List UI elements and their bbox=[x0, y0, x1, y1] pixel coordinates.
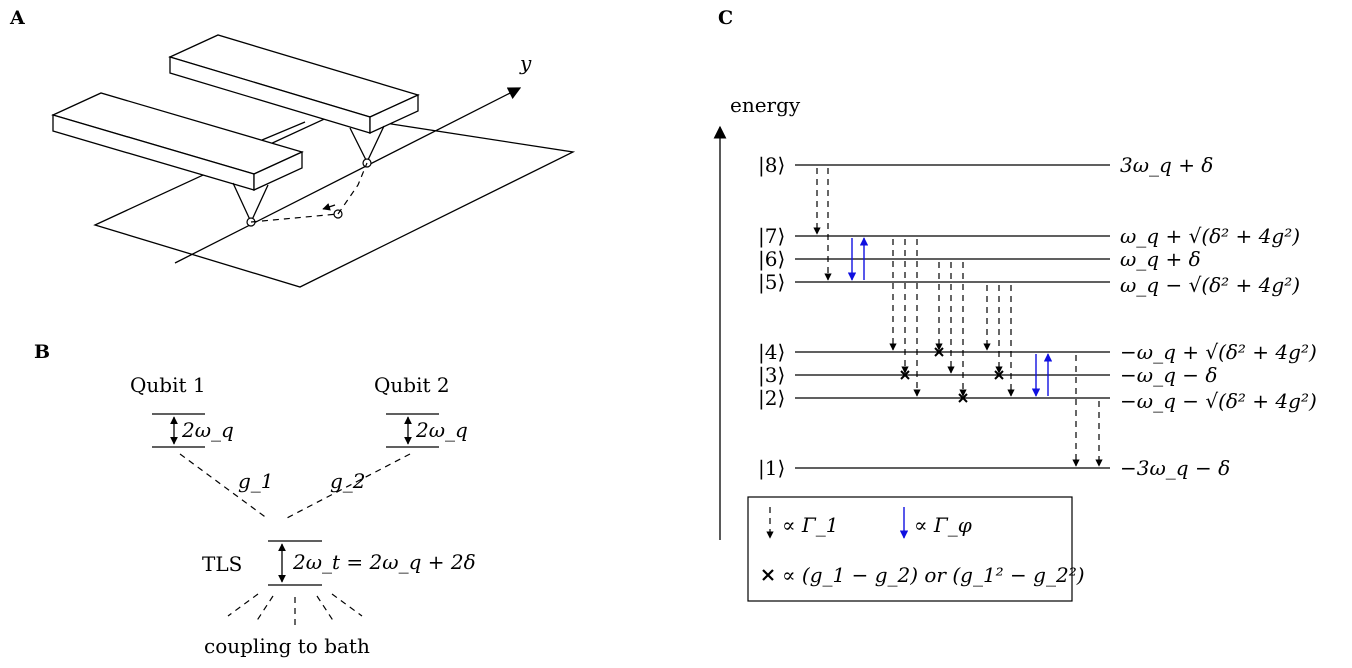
panel-b-label: B bbox=[34, 341, 50, 363]
legend-cross: ∝ (g_1 − g_2) or (g_1² − g_2²) bbox=[782, 563, 1085, 587]
energy-6: ω_q + δ bbox=[1120, 247, 1201, 271]
dashed-path-1 bbox=[250, 213, 339, 223]
state-5: |5⟩ bbox=[758, 270, 785, 295]
tls-label: TLS bbox=[202, 552, 242, 576]
panel-c-label: C bbox=[718, 7, 733, 29]
cantilever-back bbox=[168, 34, 420, 135]
cross-marks bbox=[900, 347, 1004, 403]
panel-a-label: A bbox=[9, 7, 25, 29]
qubit1-splitting: 2ω_q bbox=[181, 418, 234, 442]
y-axis bbox=[174, 87, 522, 264]
cantilever-front bbox=[51, 92, 304, 192]
legend-gamma1: ∝ Γ_1 bbox=[782, 513, 839, 537]
state-4: |4⟩ bbox=[758, 340, 785, 365]
energy-7: ω_q + √(δ² + 4g²) bbox=[1120, 224, 1300, 248]
bath-coupling-lines bbox=[227, 593, 363, 626]
energy-levels bbox=[795, 164, 1110, 469]
energy-1: −3ω_q − δ bbox=[1120, 456, 1230, 480]
state-2: |2⟩ bbox=[758, 386, 785, 411]
legend: ∝ Γ_1 ∝ Γ_φ ∝ (g_1 − g_2) or (g_1² − g_2… bbox=[747, 496, 1085, 602]
state-6: |6⟩ bbox=[758, 247, 785, 272]
g2-label: g_2 bbox=[330, 469, 366, 493]
state-1: |1⟩ bbox=[758, 456, 785, 481]
bath-label: coupling to bath bbox=[204, 634, 370, 658]
state-8: |8⟩ bbox=[758, 153, 785, 178]
energy-3: −ω_q − δ bbox=[1120, 363, 1217, 387]
energy-axis-label: energy bbox=[730, 93, 801, 117]
panel-b-diagram: Qubit 1 Qubit 2 2ω_q 2ω_q g_1 g_2 TLS 2ω… bbox=[130, 373, 476, 658]
energy-8: 3ω_q + δ bbox=[1120, 153, 1213, 177]
qubit2-label: Qubit 2 bbox=[374, 373, 450, 397]
tls-splitting: 2ω_t = 2ω_q + 2δ bbox=[292, 550, 476, 574]
coupling-g2 bbox=[284, 453, 411, 520]
energy-5: ω_q − √(δ² + 4g²) bbox=[1120, 273, 1300, 297]
state-3: |3⟩ bbox=[758, 363, 785, 388]
panel-a-diagram: y bbox=[51, 34, 576, 288]
dashed-path-2 bbox=[337, 162, 368, 215]
legend-gammaphi: ∝ Γ_φ bbox=[914, 513, 972, 537]
panel-c-diagram: energy |8⟩ |7⟩ |6⟩ |5⟩ |4⟩ |3⟩ |2⟩ |1⟩ 3… bbox=[713, 93, 1317, 602]
energy-2: −ω_q − √(δ² + 4g²) bbox=[1120, 389, 1317, 413]
y-axis-label: y bbox=[519, 51, 532, 75]
relaxation-arrows bbox=[813, 168, 1103, 467]
g1-label: g_1 bbox=[238, 469, 274, 493]
qubit2-splitting: 2ω_q bbox=[415, 418, 468, 442]
state-7: |7⟩ bbox=[758, 224, 785, 249]
qubit1-label: Qubit 1 bbox=[130, 373, 206, 397]
energy-4: −ω_q + √(δ² + 4g²) bbox=[1120, 340, 1317, 364]
support-line bbox=[261, 121, 306, 141]
dephasing-arrows bbox=[847, 237, 1053, 397]
coupling-g1 bbox=[179, 453, 269, 520]
